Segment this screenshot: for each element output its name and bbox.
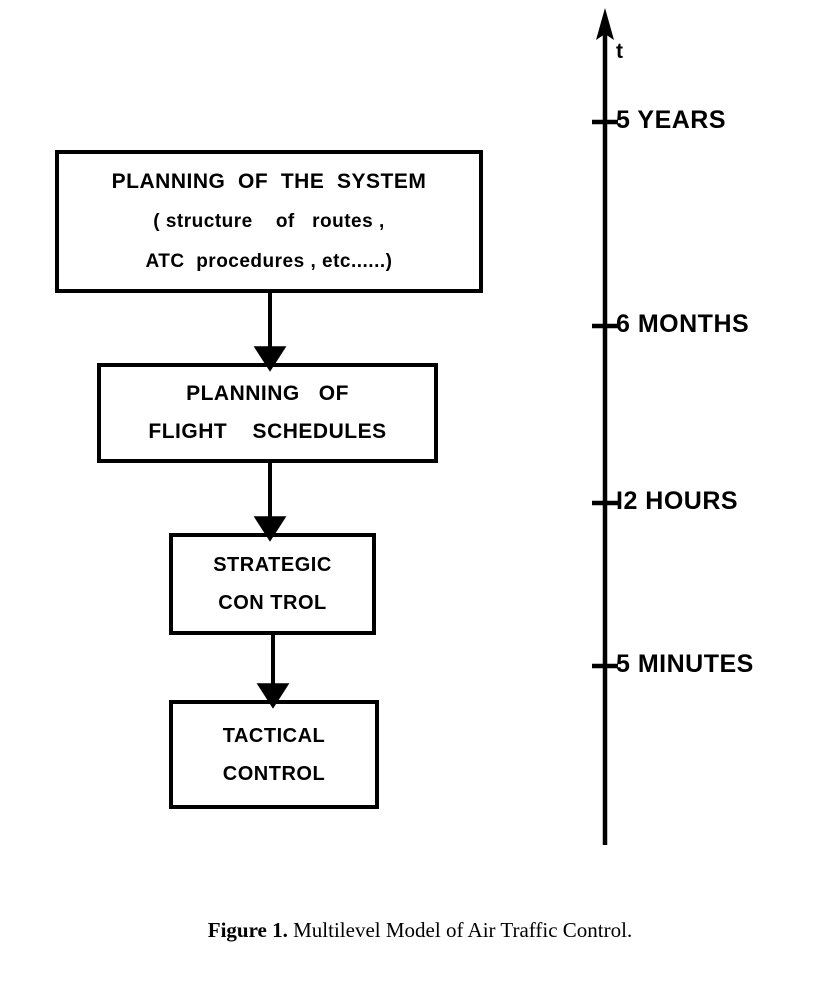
flow-box-strategic-control: STRATEGIC CON TROL bbox=[169, 533, 376, 635]
flow-box-planning-system: PLANNING OF THE SYSTEM ( structure of ro… bbox=[55, 150, 483, 293]
figure-caption: Figure 1. Multilevel Model of Air Traffi… bbox=[0, 918, 840, 943]
flow-box-line: FLIGHT SCHEDULES bbox=[148, 420, 387, 443]
axis-tick-label-6-months: 6 MONTHS bbox=[616, 310, 750, 338]
axis-variable-label: t bbox=[616, 40, 623, 63]
axis-tick-label-5-minutes: 5 MINUTES bbox=[616, 650, 754, 678]
axis-arrowhead-icon bbox=[596, 8, 614, 40]
flow-box-tactical-control: TACTICAL CONTROL bbox=[169, 700, 379, 809]
flow-box-line: CONTROL bbox=[222, 762, 326, 785]
axis-tick-label-12-hours: I2 HOURS bbox=[616, 487, 739, 515]
time-axis: t 5 YEARS 6 MONTHS I2 HOURS 5 MINUTES bbox=[560, 0, 840, 880]
flow-box-line: PLANNING OF THE SYSTEM bbox=[111, 169, 427, 193]
time-axis-line-graphic bbox=[592, 8, 618, 845]
flow-box-line: PLANNING OF bbox=[186, 382, 349, 405]
axis-tick-label-5-years: 5 YEARS bbox=[616, 106, 727, 134]
figure-caption-label: Figure 1. bbox=[207, 918, 288, 942]
flow-box-line: ATC procedures , etc......) bbox=[145, 250, 393, 272]
figure-caption-text: Multilevel Model of Air Traffic Control. bbox=[293, 918, 633, 942]
flow-box-line: TACTICAL bbox=[222, 724, 326, 747]
flow-box-line: STRATEGIC bbox=[213, 554, 332, 576]
flow-box-flight-schedules: PLANNING OF FLIGHT SCHEDULES bbox=[97, 363, 438, 463]
flow-box-line: CON TROL bbox=[218, 592, 327, 614]
flow-box-line: ( structure of routes , bbox=[153, 210, 385, 232]
